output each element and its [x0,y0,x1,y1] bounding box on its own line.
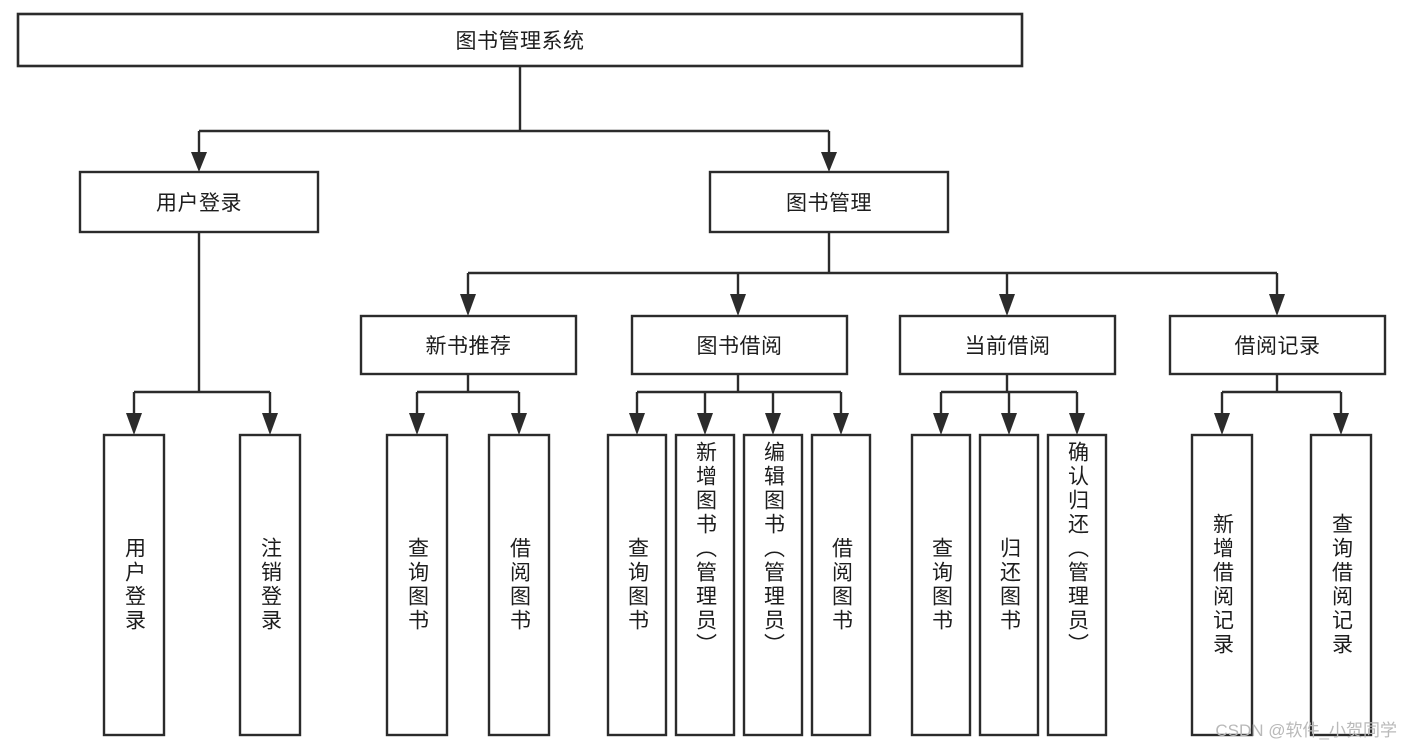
arrow-level3-3 [1269,294,1285,316]
leaf-box-user-login-0[interactable] [102,433,166,737]
arrow-new-book-leaf-1 [511,413,527,435]
node-book-borrow-box[interactable] [630,314,849,376]
node-root-box[interactable] [16,12,1024,68]
arrow-user-login-leaf-1 [262,413,278,435]
arrow-user-login-leaf-0 [126,413,142,435]
arrow-level3-0 [460,294,476,316]
arrow-borrow-record-leaf-0 [1214,413,1230,435]
leaf-box-current-borrow-2[interactable] [1046,433,1108,737]
leaf-box-current-borrow-1[interactable] [978,433,1040,737]
node-user-login-box[interactable] [78,170,320,234]
arrow-borrow-record-leaf-1 [1333,413,1349,435]
leaf-box-current-borrow-0[interactable] [910,433,972,737]
leaf-box-book-borrow-0[interactable] [606,433,668,737]
leaf-box-user-login-1[interactable] [238,433,302,737]
arrow-level2-1 [821,152,837,172]
leaf-box-book-borrow-1[interactable] [674,433,736,737]
arrow-book-borrow-leaf-1 [697,413,713,435]
node-borrow-record-box[interactable] [1168,314,1387,376]
leaf-box-new-book-1[interactable] [487,433,551,737]
arrow-level3-1 [730,294,746,316]
arrow-current-borrow-leaf-1 [1001,413,1017,435]
arrow-new-book-leaf-0 [409,413,425,435]
node-new-book-recommend-box[interactable] [359,314,578,376]
leaf-box-borrow-record-0[interactable] [1190,433,1254,737]
arrow-book-borrow-leaf-3 [833,413,849,435]
leaf-box-new-book-0[interactable] [385,433,449,737]
arrow-level2-0 [191,152,207,172]
arrow-current-borrow-leaf-0 [933,413,949,435]
leaf-box-book-borrow-3[interactable] [810,433,872,737]
arrow-book-borrow-leaf-0 [629,413,645,435]
node-book-manage-box[interactable] [708,170,950,234]
node-current-borrow-box[interactable] [898,314,1117,376]
leaf-box-book-borrow-2[interactable] [742,433,804,737]
arrow-book-borrow-leaf-2 [765,413,781,435]
arrow-current-borrow-leaf-2 [1069,413,1085,435]
arrow-level3-2 [999,294,1015,316]
leaf-box-borrow-record-1[interactable] [1309,433,1373,737]
